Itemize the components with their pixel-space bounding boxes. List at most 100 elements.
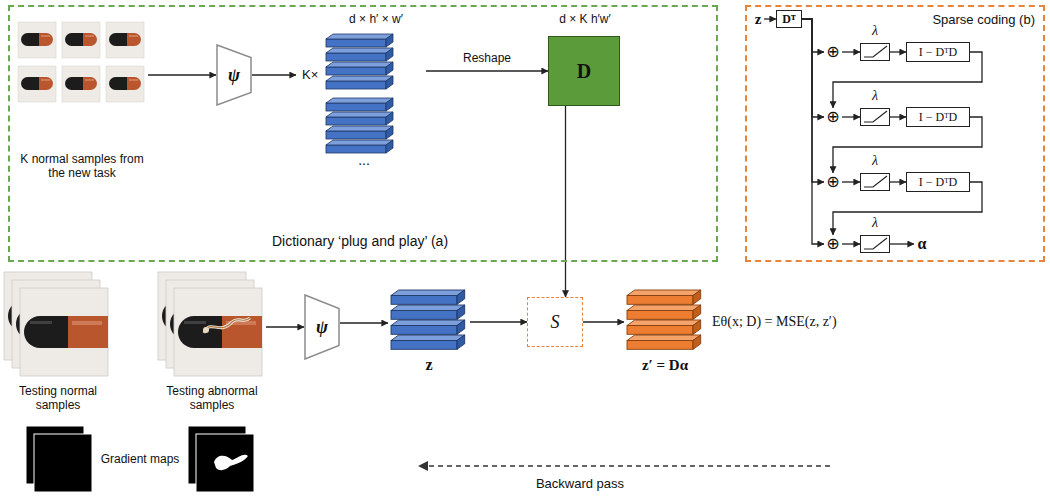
sample-images [18,22,144,102]
test-abnormal-images [174,288,262,376]
threshold-box: λ [860,173,890,191]
encoder-symbol: ψ [228,65,240,85]
connector [890,181,906,182]
input-symbol: z [752,10,764,28]
operator-text: I − DᵀD [919,45,957,59]
threshold-box: λ [860,235,890,253]
image-caption: Testing abnormal samples [158,384,266,412]
update-box: I − DᵀD [906,42,970,62]
test-abnormal-images [204,318,250,333]
test-abnormal-images [158,272,262,376]
sample-images [106,22,144,58]
backward-pass-arrow [426,465,830,466]
input-feature-stack [391,335,465,349]
update-box: I − DᵀD [906,172,970,192]
connector [842,116,860,117]
reconstruction-feature-stack [627,335,701,349]
feature-stacks [326,62,393,75]
connector [340,322,388,323]
sample-images: K normal samples from the new task [16,20,148,106]
threshold-symbol: λ [861,215,889,231]
connector [802,19,824,244]
sum-node: ⊕ [824,108,842,126]
ellipsis: ... [346,152,382,168]
operator-text: I − DᵀD [919,175,957,189]
connector [890,116,906,117]
update-box: I − DᵀD [906,107,970,127]
operator-text: I − DᵀD [919,110,957,124]
sample-images [18,66,56,102]
count-label: K× [302,67,318,83]
connector [802,19,824,52]
connector [426,70,548,71]
sum-symbol: ⊕ [826,43,839,61]
operator-symbol: S [551,312,560,332]
matrix-symbol: D [577,60,591,82]
trapezoid-outline [305,295,339,359]
test-abnormal-images [203,327,209,333]
operator-text: Dᵀ [782,12,795,26]
dimension-label: d × K h′w′ [535,12,635,26]
dictionary-matrix: d × K h′w′D [548,36,620,106]
sum-node: ⊕ [824,43,842,61]
sum-node: ⊕ [824,173,842,191]
sparse-coder-box: S [527,297,583,347]
connector [266,326,304,327]
energy-formula: Eθ(x; D) = MSE(z, z′) [712,313,837,330]
image-caption: K normal samples from the new task [16,152,148,180]
sample-images [62,66,100,102]
region-title: Dictionary ‘plug and play’ (a) [200,233,520,250]
caption-label: Backward pass [520,476,640,492]
sum-symbol: ⊕ [826,173,839,191]
reconstruction-feature-stack [627,290,701,349]
input-feature-stack [391,290,465,349]
feature-stacks [326,98,393,111]
threshold-ramp [864,176,887,187]
reconstruction-stack: z′ = Dα [624,288,706,352]
connector [802,19,824,182]
gradient-maps [214,455,248,471]
gradient-maps [196,434,254,492]
test-normal-images [4,272,108,376]
feature-symbol: z [388,356,470,374]
connector [842,181,860,182]
connector [833,182,982,235]
threshold-ramp [864,111,887,122]
test-abnormal-images [204,318,250,333]
transpose-box: Dᵀ [776,10,802,28]
edge-label: Reshape [461,51,513,65]
output-symbol: α [914,234,930,254]
gradient-maps [26,426,254,492]
connector [252,74,296,75]
feature-stacks [326,140,393,153]
connector [890,243,914,244]
gradient-maps [34,434,92,492]
threshold-box: λ [860,43,890,61]
connector [833,52,982,108]
feature-stacks [326,34,393,153]
reconstruction-feature-stack [627,320,701,334]
feature-stack: z [388,288,470,352]
connector [833,117,982,173]
caption-label: Gradient maps [98,452,182,466]
input-feature-stack [391,290,465,304]
region-title: Sparse coding (b) [932,12,1035,28]
test-images: Testing abnormal samples [158,272,266,380]
sample-images [62,22,100,58]
sample-images [18,22,56,58]
encoder-trapezoid: ψ [216,44,252,106]
encoder-trapezoid: ψ [304,294,340,360]
sum-symbol: ⊕ [826,235,839,253]
feature-symbol: z′ = Dα [614,356,716,374]
threshold-symbol: λ [861,153,889,169]
reconstruction-feature-stack [627,290,701,304]
feature-stacks [326,112,393,125]
input-symbol: z [755,11,762,28]
connector [802,19,824,117]
sparse-coding-region: Sparse coding (b) z Dᵀ ⊕ λ I − DᵀD ⊕ λ I − DᵀD ⊕ λ… [745,5,1045,262]
connector [764,18,776,19]
threshold-ramp [864,46,887,57]
backward-pass-arrow [418,461,830,471]
